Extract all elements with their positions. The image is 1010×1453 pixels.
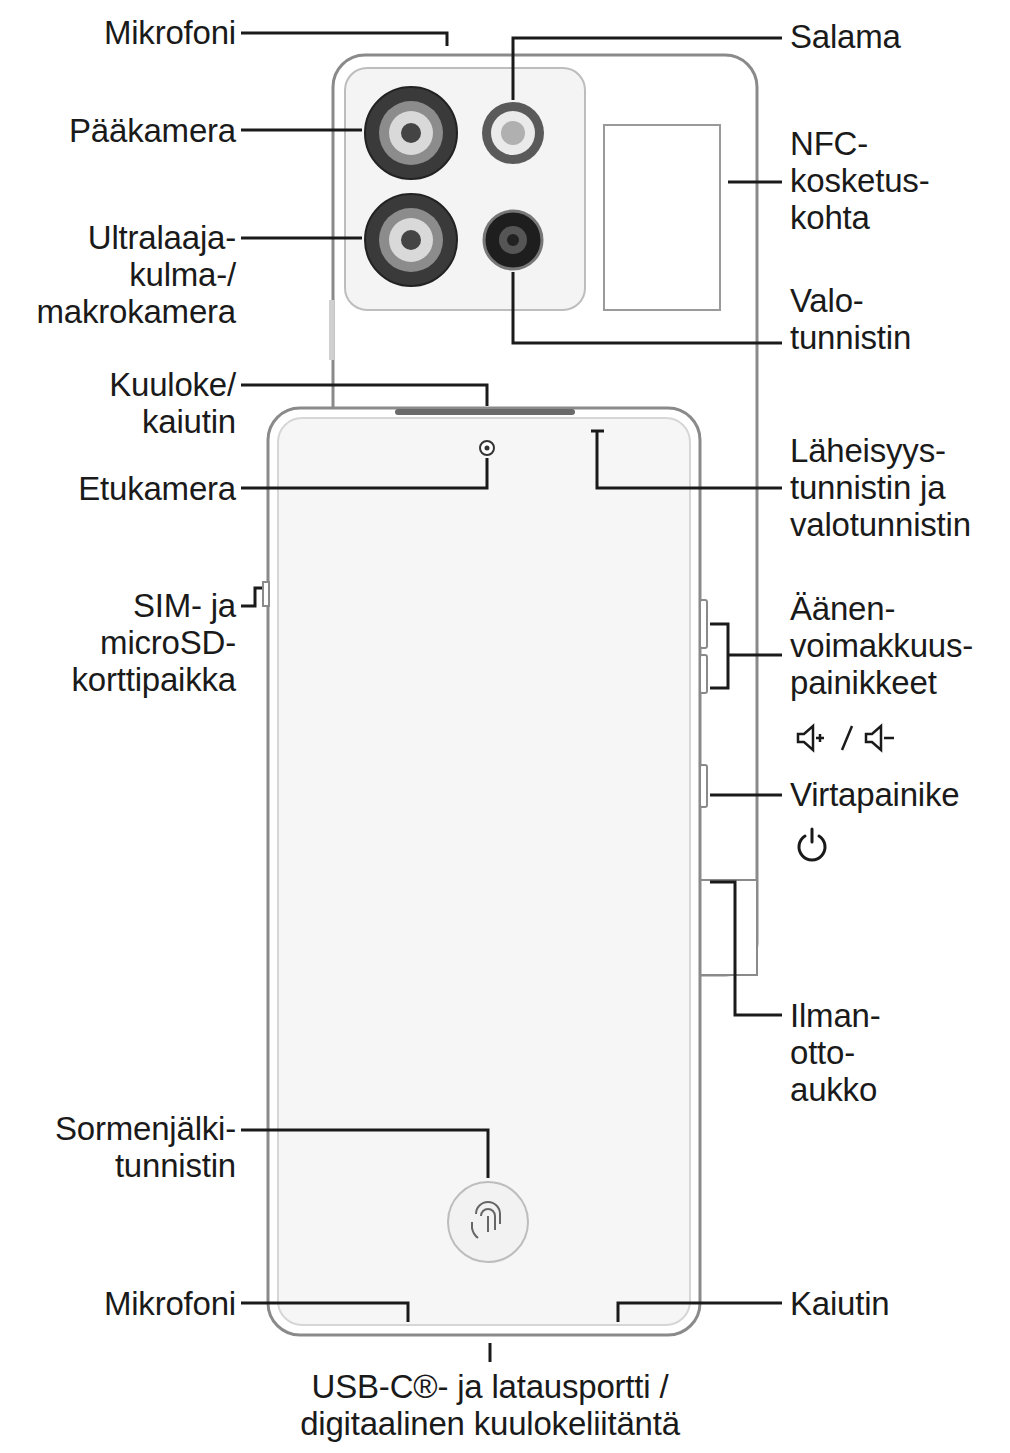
- part-label: NFC- kosketus- kohta: [790, 125, 955, 236]
- part-label: Virtapainike: [790, 776, 1005, 813]
- screen: [278, 418, 690, 1325]
- front-camera: [485, 446, 490, 451]
- ultrawide-camera: [365, 194, 457, 286]
- main-camera: [365, 87, 457, 179]
- volume-icons: [798, 726, 894, 750]
- air-intake: [700, 880, 757, 975]
- fingerprint-icon: [472, 1202, 500, 1238]
- earpiece: [395, 409, 575, 415]
- lens: [379, 208, 443, 272]
- volume-up-button: [700, 600, 707, 648]
- light-sensor: [507, 234, 519, 246]
- lens: [401, 123, 421, 143]
- part-label: Sormenjälki- tunnistin: [4, 1110, 236, 1184]
- lens: [401, 230, 421, 250]
- part-label: Valo- tunnistin: [790, 282, 960, 356]
- part-label: Ilman- otto- aukko: [790, 997, 915, 1108]
- lens: [389, 111, 433, 155]
- sim-slot: [263, 582, 269, 606]
- lens: [379, 101, 443, 165]
- part-label: Pääkamera: [16, 112, 236, 149]
- part-label: USB-C®- ja latausportti / digitaalinen k…: [240, 1368, 740, 1442]
- camera-island: [345, 68, 585, 310]
- power-button: [700, 765, 707, 807]
- front-camera: [480, 441, 494, 455]
- flash: [491, 111, 535, 155]
- power-icon: [799, 829, 825, 860]
- part-label: Etukamera: [16, 470, 236, 507]
- volume-down-button: [700, 655, 707, 693]
- part-label: Läheisyys- tunnistin ja valotunnistin: [790, 432, 1005, 543]
- fingerprint-sensor: [448, 1182, 528, 1262]
- part-label: Kaiutin: [790, 1285, 990, 1322]
- part-label: Mikrofoni: [36, 1285, 236, 1322]
- side-button: [329, 300, 334, 360]
- part-label: Kuuloke/ kaiutin: [36, 366, 236, 440]
- part-label: SIM- ja microSD- korttipaikka: [36, 587, 236, 698]
- light-sensor: [499, 226, 527, 254]
- part-label: Mikrofoni: [36, 14, 236, 51]
- lens: [389, 218, 433, 262]
- nfc-area: [604, 125, 720, 310]
- part-label: Äänen- voimakkuus- painikkeet: [790, 590, 1005, 701]
- flash: [482, 102, 544, 164]
- phone-front: [268, 408, 700, 1335]
- leader-lines: [241, 33, 782, 1362]
- light-sensor: [484, 211, 542, 269]
- part-label: Ultralaaja- kulma-/ makrokamera: [2, 219, 236, 330]
- flash: [501, 121, 525, 145]
- part-label: Salama: [790, 18, 1000, 55]
